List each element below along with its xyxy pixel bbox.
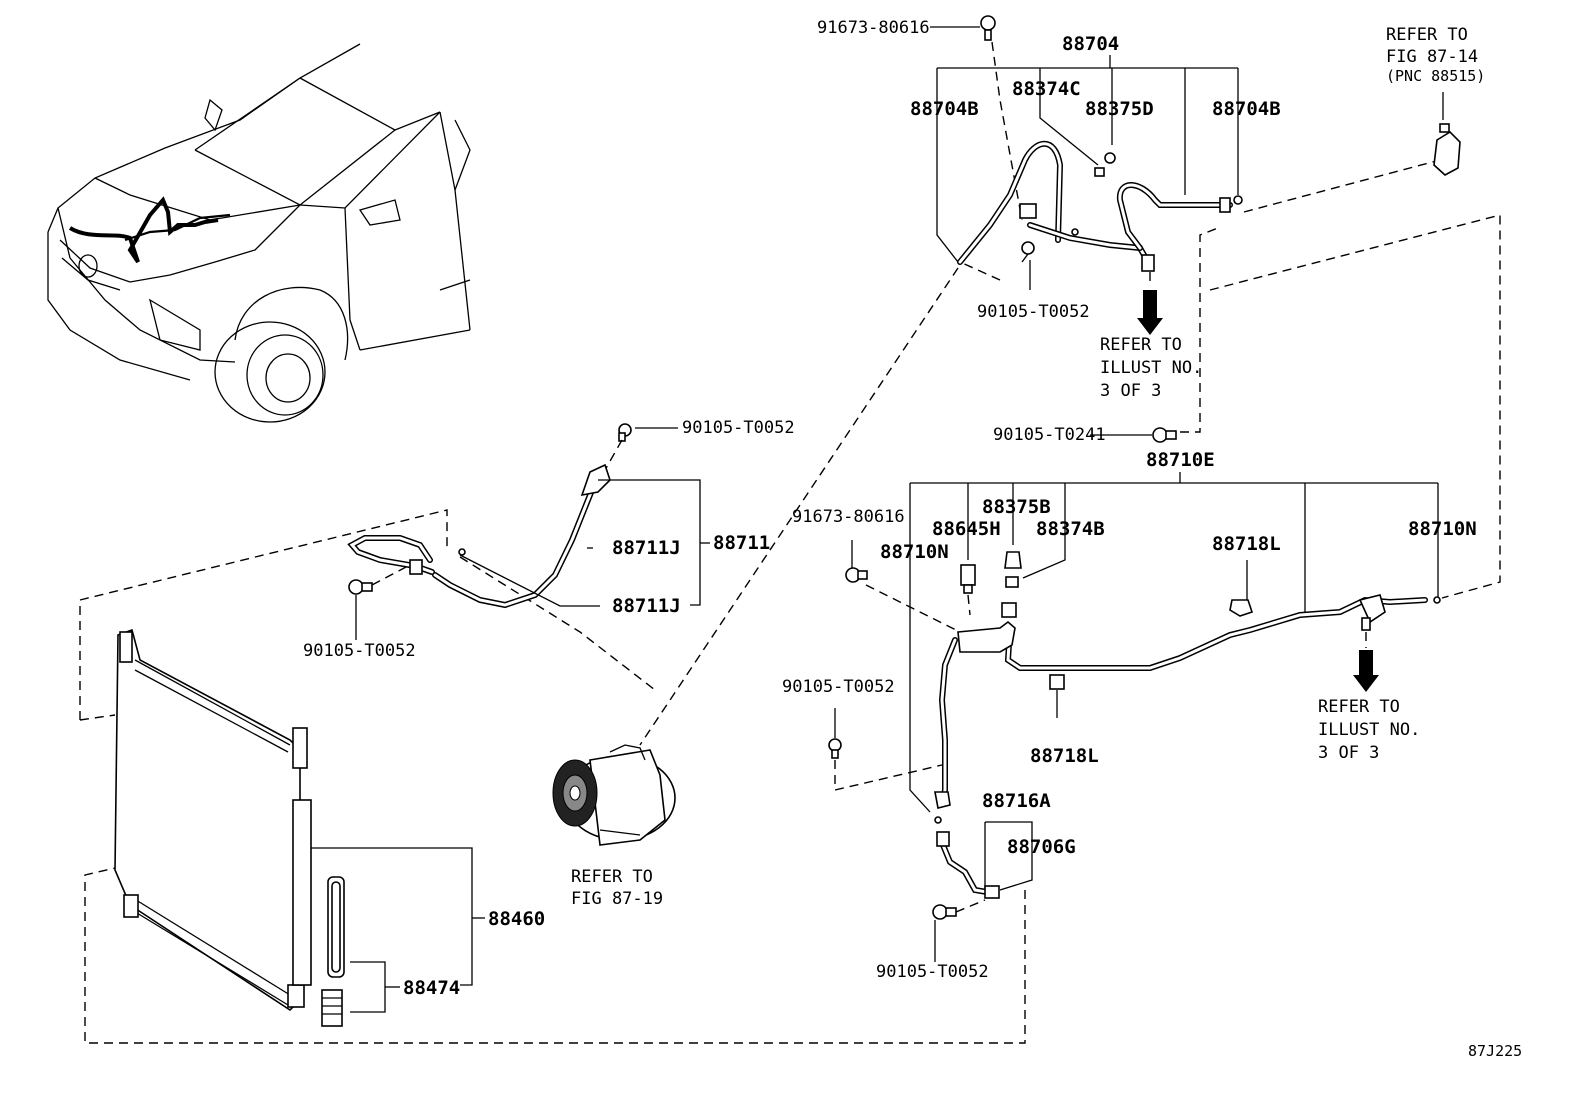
label-88375D: 88375D [1085,98,1154,120]
label-88704B-right: 88704B [1212,98,1281,120]
hose-88711 [347,423,710,640]
ref-illust-top-l3: 3 OF 3 [1100,381,1161,401]
label-88716A: 88716A [982,790,1051,812]
label-88711J-a: 88711J [612,537,681,559]
label-88711J-b: 88711J [612,595,681,617]
pipe-assembly-88704 [930,15,1461,335]
label-88375B: 88375B [982,496,1051,518]
pipe-assembly-88710E [828,214,1501,962]
connector-line-condenser-top [79,509,448,720]
label-90105-T0052-mid: 90105-T0052 [782,677,895,697]
ref-illust-top-l1: REFER TO [1100,335,1182,355]
ref-illust-right-l2: ILLUST NO. [1318,720,1420,740]
label-90105-T0241: 90105-T0241 [993,425,1106,445]
label-88645H: 88645H [932,518,1001,540]
label-88374B: 88374B [1036,518,1105,540]
figure-code: 87J225 [1468,1042,1522,1060]
ref-fig-87-14-l3: (PNC 88515) [1386,67,1485,85]
label-88704B-left: 88704B [910,98,979,120]
label-88704: 88704 [1062,33,1119,55]
label-88706G: 88706G [1007,836,1076,858]
compressor [552,744,676,846]
ref-fig-87-19-l2: FIG 87-19 [571,889,663,909]
label-88710N-left: 88710N [880,541,949,563]
label-88710N-right: 88710N [1408,518,1477,540]
vehicle-illustration [47,43,471,423]
ref-illust-top-l2: ILLUST NO. [1100,358,1202,378]
label-88460: 88460 [488,908,545,930]
ref-fig-87-14-l1: REFER TO [1386,25,1468,45]
label-88711: 88711 [713,532,770,554]
label-88374C: 88374C [1012,78,1081,100]
ref-fig-87-14-l2: FIG 87-14 [1386,47,1478,67]
label-88474: 88474 [403,977,460,999]
label-88718L-bottom: 88718L [1030,745,1099,767]
part-labels: 91673-80616 88704 88374C 88704B 88375D 8… [303,18,1522,1060]
connector-line-condenser-left [79,714,116,721]
label-90105-T0052-bottom: 90105-T0052 [876,962,989,982]
label-90105-T0052-left: 90105-T0052 [303,641,416,661]
connector-line-88704-to-compressor [639,267,959,746]
connector-line-hose-to-compressor [459,556,656,691]
label-88718L-top: 88718L [1212,533,1281,555]
ref-illust-right-l1: REFER TO [1318,697,1400,717]
label-91673-80616-top: 91673-80616 [817,18,930,38]
ref-illust-right-l3: 3 OF 3 [1318,743,1379,763]
label-91673-80616-mid: 91673-80616 [792,507,905,527]
label-88710E: 88710E [1146,449,1215,471]
label-90105-T0052-top: 90105-T0052 [977,302,1090,322]
condenser-88460 [114,628,485,1027]
label-90105-T0052-hose: 90105-T0052 [682,418,795,438]
ref-fig-87-19-l1: REFER TO [571,867,653,887]
